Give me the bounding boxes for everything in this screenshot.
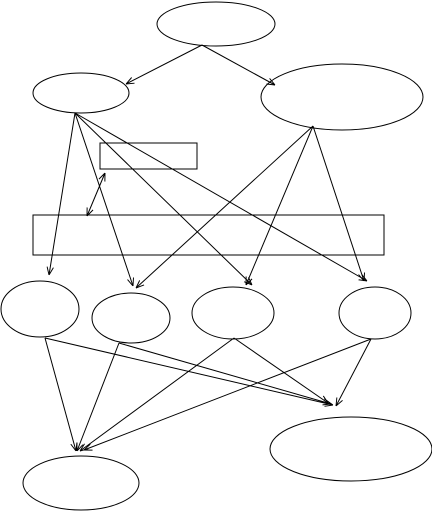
edge-left-to-row3-4	[74, 112, 367, 281]
node-row3-4	[338, 286, 412, 340]
edge-row3-3-to-bottom-left	[80, 337, 235, 451]
edges	[44, 44, 372, 451]
edge-row3-4-to-bottom-right	[336, 338, 372, 406]
edge-right-to-row3-3	[246, 125, 314, 285]
edge-left-to-row3-2	[74, 112, 133, 286]
left-node	[32, 72, 130, 114]
edge-row3-2-to-bottom-right	[118, 342, 331, 404]
edge-row3-1-to-bottom-left	[44, 337, 76, 451]
edge-row3-3-to-bottom-right	[233, 337, 328, 403]
edge-top-to-left	[126, 44, 203, 84]
node-row3-2	[91, 292, 171, 344]
edge-right-to-row3-4	[312, 125, 364, 281]
edge-left-to-row3-3	[74, 112, 252, 285]
bottom-right-node	[269, 416, 432, 482]
edge-row3-2-to-bottom-left	[77, 342, 120, 451]
node-row3-3	[191, 286, 275, 340]
wide-rectangle	[32, 214, 385, 256]
edge-row3-4-to-bottom-left	[84, 338, 372, 450]
right-node	[260, 63, 424, 131]
edge-bidirectional-rect	[87, 173, 105, 216]
top-node	[156, 1, 276, 47]
edge-top-to-right	[201, 44, 275, 85]
node-row3-1	[0, 280, 80, 338]
bottom-left-node	[22, 455, 140, 511]
small-rectangle	[99, 142, 198, 170]
edge-left-to-row3-1	[49, 112, 76, 275]
edge-right-to-row3-2	[136, 125, 314, 288]
